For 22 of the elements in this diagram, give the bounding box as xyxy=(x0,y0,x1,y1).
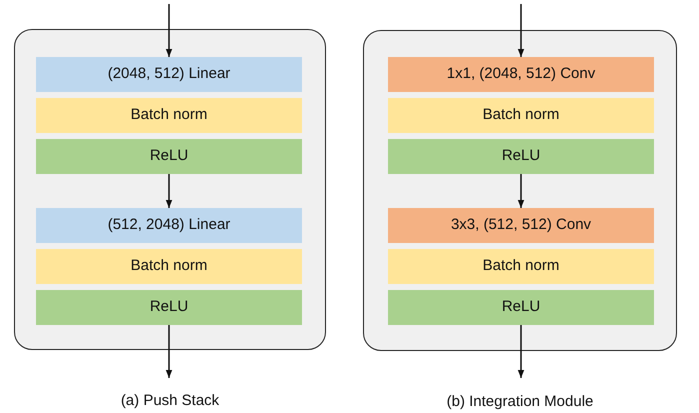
arrow xyxy=(166,174,172,208)
linear-layer-block: (2048, 512) Linear xyxy=(36,57,302,92)
module-label: (a) Push Stack xyxy=(120,391,220,411)
relu-block: ReLU xyxy=(36,139,302,174)
relu-block: ReLU xyxy=(388,139,654,174)
arrow xyxy=(518,4,524,57)
arrow xyxy=(166,4,172,57)
conv-layer-block: 1x1, (2048, 512) Conv xyxy=(388,57,654,92)
linear-layer-block: (512, 2048) Linear xyxy=(36,208,302,243)
batch-norm-block: Batch norm xyxy=(388,98,654,133)
batch-norm-block: Batch norm xyxy=(36,98,302,133)
module-container xyxy=(14,29,326,350)
module-label: (b) Integration Module xyxy=(446,392,594,412)
module-container xyxy=(363,30,677,351)
arrow xyxy=(518,325,524,378)
batch-norm-block: Batch norm xyxy=(388,249,654,284)
batch-norm-block: Batch norm xyxy=(36,249,302,284)
relu-block: ReLU xyxy=(388,290,654,325)
relu-block: ReLU xyxy=(36,290,302,325)
arrow xyxy=(518,174,524,208)
arrow xyxy=(166,325,172,378)
conv-layer-block: 3x3, (512, 512) Conv xyxy=(388,208,654,243)
